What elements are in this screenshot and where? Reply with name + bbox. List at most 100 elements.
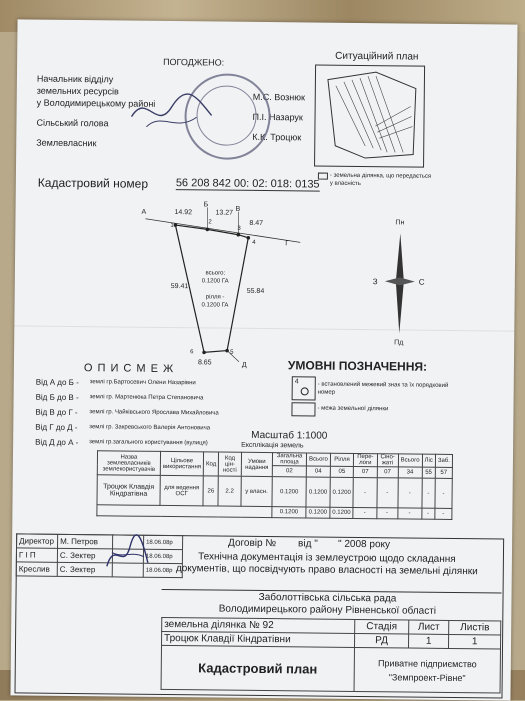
boundary-1-desc: землі гр.Бартосевич Олени Назарівни (90, 379, 196, 386)
scale-label: Масштаб 1:1000 (251, 430, 327, 442)
situation-plan-title: Ситуаційний план (335, 51, 418, 63)
company-type: Приватне підприємство (357, 655, 498, 670)
boundary-3-desc: землі гр. Чайківського Ярослава Михайлов… (89, 409, 218, 416)
situation-plan-legend: - земельна ділянка, що передається у вла… (330, 172, 431, 189)
signatories-table: Директор М. Петров 18.06.08р Г І П С. Зе… (16, 533, 183, 578)
point-A: А (142, 209, 147, 216)
village-head-label: Сільський голова (36, 118, 108, 129)
all-cell: 0.1200 (306, 477, 330, 507)
legend-item-marker: - встановлений межевий знак та їх порядк… (318, 381, 458, 398)
point-1: 1 (170, 223, 173, 229)
total-cell: - (376, 508, 397, 519)
point-D: Д (242, 362, 247, 369)
code-cell: 05 (330, 466, 353, 477)
total-cell: 0.1200 (272, 507, 306, 518)
code-cell: 55 (422, 467, 435, 478)
arable-cell: 0.1200 (330, 477, 354, 507)
col-header-all-2: Всього (398, 454, 422, 467)
contract-label: Договір № (228, 538, 276, 550)
point-4: 4 (252, 240, 255, 246)
legend-title: УМОВНІ ПОЗНАЧЕННЯ: (288, 358, 427, 373)
code-value-cell: 26 (203, 476, 219, 506)
forest-cell: - (422, 478, 436, 508)
approval-line-2: земельних ресурсів (37, 86, 119, 97)
plot-area-total: всього: 0.1200 ГА (202, 269, 229, 285)
legend-marker-number: 4 (295, 378, 299, 385)
plan-title: Кадастровий план (161, 645, 354, 691)
sheets-header: Листів (449, 620, 501, 635)
situation-plan-frame (314, 65, 425, 168)
code-cell: 57 (435, 467, 452, 478)
conditions-cell: у власн. (241, 476, 273, 506)
council-name: Заболоттівська сільська рада Володимирец… (175, 591, 479, 618)
stage-value: РД (354, 633, 408, 648)
dimension-b-v: 13.27 (216, 209, 234, 216)
fallow-cell: - (353, 477, 377, 507)
boundary-5-desc: землі гр.загального користування (вулиця… (89, 439, 208, 446)
col-header-fallow: Пере-логи (354, 453, 377, 466)
company-name: "Земпроект-Рівне" (357, 669, 498, 684)
col-header-total-area: Загальна площа (273, 453, 307, 466)
col-header-value-code: Код цін-ності (219, 452, 242, 476)
total-cell: - (398, 508, 422, 519)
compass-north: Пн (395, 219, 404, 226)
col-header-purpose: Цільове використання (160, 451, 203, 475)
total-cell: 0.1200 (306, 507, 330, 518)
col-header-arable: Рілля (330, 453, 353, 466)
dimension-south: 8.65 (198, 359, 212, 366)
dimension-east: 55.84 (247, 288, 265, 295)
parcel-table: земельна ділянка № 92 Стадія Лист Листів… (161, 617, 502, 694)
stage-header: Стадія (355, 619, 409, 634)
sheets-value: 1 (449, 634, 501, 649)
point-V: В (236, 206, 241, 213)
sheet-value: 1 (408, 634, 448, 648)
code-cell: 34 (398, 467, 422, 478)
approval-heading: ПОГОДЖЕНО: (163, 57, 224, 68)
role-drafter: Креслив (16, 562, 57, 576)
boundary-3-from: Від В до Г - (35, 408, 77, 417)
total-area-cell: 0.1200 (272, 477, 306, 507)
total-cell: - (353, 507, 376, 518)
boundary-5-from: Від Д до А - (35, 438, 78, 447)
signature-1 (126, 87, 217, 138)
boundary-2-from: Від Б до В - (36, 393, 79, 402)
code-cell: 02 (272, 466, 306, 477)
legend-marker-box: 4 (292, 376, 316, 400)
all-2-cell: - (398, 478, 422, 508)
point-6: 6 (190, 349, 193, 355)
plot-drawing (139, 199, 311, 381)
point-B: Б (204, 201, 209, 208)
boundary-marker-icon (301, 387, 309, 395)
col-header-forest: Ліс (422, 454, 435, 467)
boundary-2-desc: землі гр. Мартенюка Петра Степановича (90, 394, 204, 401)
col-header-code: Код (203, 452, 218, 476)
compass-east: С (419, 278, 425, 287)
col-header-built: Заб. (435, 454, 452, 467)
landowner-label: Землевласник (36, 138, 96, 149)
legend-boundary-swatch (291, 402, 315, 416)
plot-area-arable: рілля - 0.1200 ГА (202, 293, 229, 309)
code-cell: 04 (306, 466, 330, 477)
situation-plan-drawing (315, 66, 424, 167)
owner-cell: Троцюк Клавдія Кіндратівна (97, 475, 160, 506)
legend-item-boundary: - межа земельної ділянки (317, 406, 388, 413)
col-header-conditions: Умови надання (241, 452, 273, 476)
role-chief-engineer: Г І П (16, 548, 57, 562)
code-cell: 07 (377, 467, 398, 478)
point-5: 5 (230, 350, 233, 356)
total-cell: 0.1200 (330, 507, 353, 518)
point-G: Г (285, 240, 289, 247)
document-description: Технічна документація із землеустрою щод… (174, 551, 480, 578)
document-sheet: ПОГОДЖЕНО: Начальник відділу земельних р… (10, 19, 517, 700)
signature-2 (102, 532, 152, 577)
approval-line-1: Начальник відділу (37, 74, 114, 85)
role-director: Директор (17, 534, 58, 548)
explication-title: Експлікація земель (241, 442, 303, 450)
total-cell: - (421, 508, 434, 519)
col-header-all: Всього (306, 453, 330, 466)
contract-from: від " (298, 538, 318, 549)
boundary-4-desc: землі гр. Закревського Валерія Антонович… (89, 424, 210, 431)
boundaries-title: О П И С М Е Ж (84, 362, 174, 375)
compass-south: Пд (394, 339, 403, 346)
boundary-1-from: Від А до Б - (36, 378, 79, 387)
